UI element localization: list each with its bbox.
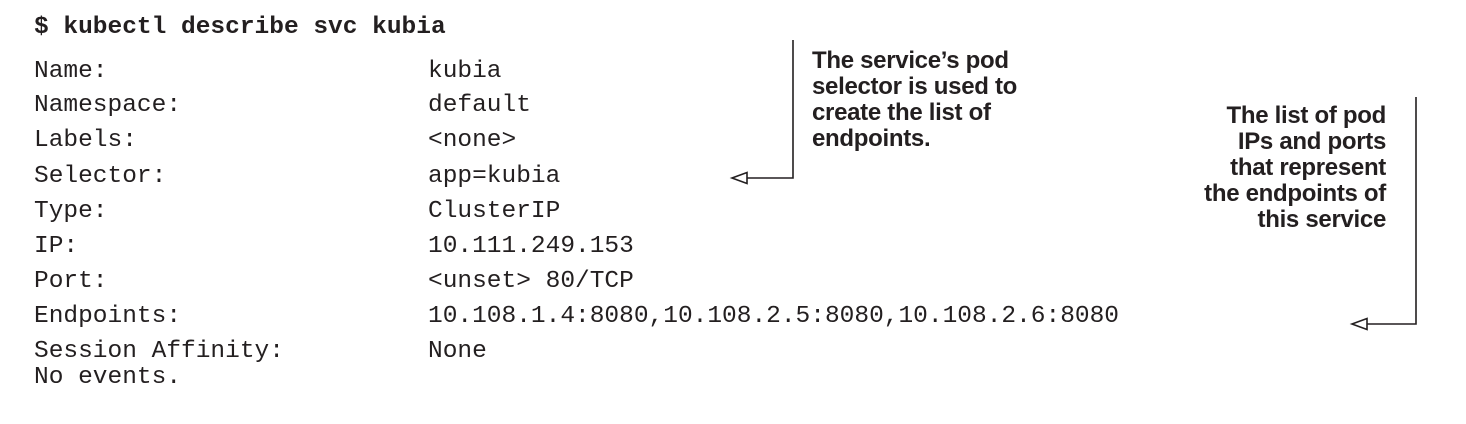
field-label-ip: IP: (34, 233, 79, 260)
selector-callout-line (747, 40, 794, 179)
field-value-namespace: default (428, 92, 531, 119)
command-line: $ kubectl describe svc kubia (34, 14, 446, 41)
selector-annotation-line: create the list of (812, 99, 991, 126)
endpoints-annotation-line: IPs and ports (1237, 128, 1386, 155)
endpoints-annotation: The list of pod IPs and ports that repre… (1204, 103, 1386, 233)
selector-annotation-line: endpoints. (812, 125, 931, 152)
endpoints-annotation-line: The list of pod (1226, 102, 1387, 129)
selector-callout (729, 40, 794, 185)
endpoints-arrowhead-icon (1349, 317, 1368, 331)
field-value-endpoints: 10.108.1.4:8080,10.108.2.5:8080,10.108.2… (428, 303, 1120, 330)
endpoints-annotation-line: this service (1257, 206, 1387, 233)
field-label-endpoints: Endpoints: (34, 303, 182, 330)
field-value-selector: app=kubia (428, 163, 561, 190)
selector-arrowhead-icon (729, 171, 748, 185)
field-label-type: Type: (34, 198, 108, 225)
field-value-name: kubia (428, 58, 502, 85)
field-value-type: ClusterIP (428, 198, 561, 225)
field-value-ip: 10.111.249.153 (428, 233, 634, 260)
selector-annotation-line: The service’s pod (812, 47, 1009, 74)
field-value-session-affinity: None (428, 338, 487, 365)
field-label-port: Port: (34, 268, 108, 295)
field-value-port: <unset> 80/TCP (428, 268, 634, 295)
field-label-selector: Selector: (34, 163, 167, 190)
field-label-labels: Labels: (34, 127, 137, 154)
endpoints-callout (1349, 97, 1417, 331)
field-label-namespace: Namespace: (34, 92, 182, 119)
field-label-name: Name: (34, 58, 108, 85)
selector-annotation-line: selector is used to (812, 73, 1018, 100)
events-line: No events. (34, 364, 182, 391)
endpoints-annotation-line: that represent (1230, 154, 1386, 181)
field-label-session-affinity: Session Affinity: (34, 338, 284, 365)
field-value-labels: <none> (428, 127, 517, 154)
endpoints-annotation-line: the endpoints of (1204, 180, 1386, 207)
endpoints-callout-line (1367, 97, 1417, 325)
selector-annotation: The service’s pod selector is used to cr… (812, 48, 1017, 152)
